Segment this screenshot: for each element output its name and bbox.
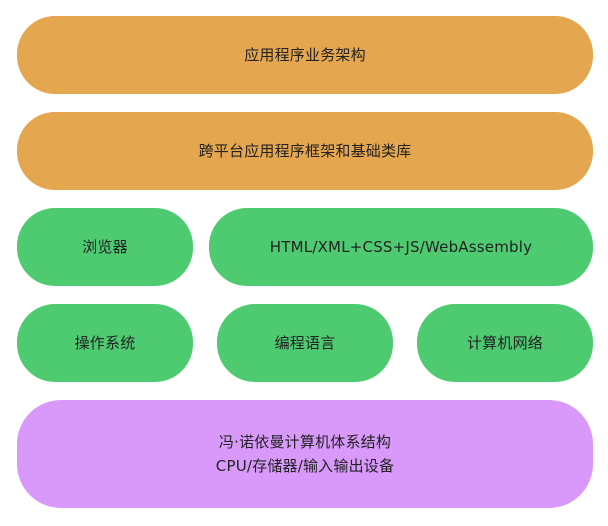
computer-network-label: 计算机网络	[466, 334, 543, 352]
browser-label: 浏览器	[82, 238, 128, 256]
hardware-components-label: CPU/存储器/输入输出设备	[215, 457, 395, 475]
web-technologies-label: HTML/XML+CSS+JS/WebAssembly	[269, 238, 533, 256]
operating-system-block: 操作系统	[17, 304, 193, 382]
operating-system-label: 操作系统	[74, 334, 136, 352]
cross-platform-framework-label: 跨平台应用程序框架和基础类库	[198, 142, 412, 160]
cross-platform-framework-block: 跨平台应用程序框架和基础类库	[17, 112, 593, 190]
browser-block: 浏览器	[17, 208, 193, 286]
app-business-architecture-block: 应用程序业务架构	[17, 16, 593, 94]
app-business-architecture-label: 应用程序业务架构	[244, 46, 366, 64]
programming-language-label: 编程语言	[274, 334, 336, 352]
computer-network-block: 计算机网络	[417, 304, 593, 382]
von-neumann-architecture-label: 冯·诺依曼计算机体系结构	[218, 433, 392, 451]
web-technologies-block: HTML/XML+CSS+JS/WebAssembly	[209, 208, 593, 286]
von-neumann-architecture-block: 冯·诺依曼计算机体系结构 CPU/存储器/输入输出设备	[17, 400, 593, 508]
programming-language-block: 编程语言	[217, 304, 393, 382]
